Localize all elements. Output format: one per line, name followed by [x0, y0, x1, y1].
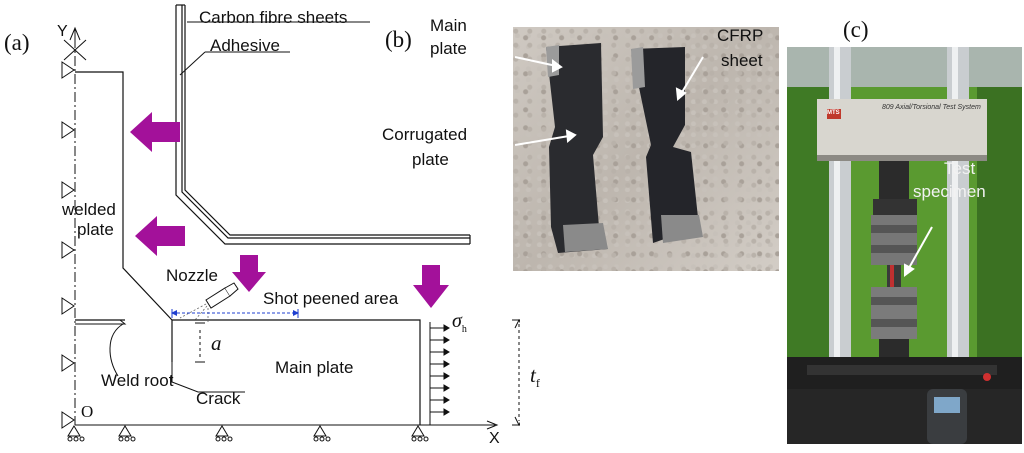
specimen-photo	[513, 27, 779, 271]
test-specimen-label-1: Test	[944, 159, 976, 178]
y-axis-label: Y	[57, 23, 68, 40]
welded-plate-label-1: welded	[62, 200, 116, 219]
machine-name: 809 Axial/Torsional Test System	[882, 104, 981, 111]
weld-root-label: Weld root	[101, 371, 174, 390]
test-machine-photo: 809 Axial/Torsional Test System MTS	[787, 47, 1022, 444]
corrugated-label-2: plate	[412, 150, 449, 169]
main-plate-label: Main plate	[275, 358, 354, 377]
schematic-diagram	[61, 4, 520, 442]
panel-label-b: (b)	[385, 27, 412, 52]
nozzle-label: Nozzle	[166, 266, 218, 285]
panel-label-a: (a)	[4, 30, 30, 55]
cfrp-label-1: CFRP	[717, 26, 764, 45]
brand-label: MTS	[827, 110, 840, 116]
crack-depth-label: a	[211, 331, 222, 355]
stress-distribution	[429, 322, 450, 425]
stress-symbol: σh	[452, 310, 467, 335]
main-plate-outline	[75, 319, 421, 425]
x-axis-label: X	[489, 430, 500, 447]
load-arrows	[130, 112, 449, 308]
adhesive-label: Adhesive	[210, 36, 280, 55]
thickness-symbol: tf	[530, 363, 540, 391]
test-specimen-label-2: specimen	[913, 182, 986, 201]
welded-plate-outline	[75, 71, 173, 321]
welded-plate-label-2: plate	[77, 220, 114, 239]
nozzle	[205, 282, 239, 309]
corrugated-label-1: Corrugated	[382, 125, 468, 144]
shot-peened-label: Shot peened area	[263, 289, 399, 308]
main-plate-top-label-1: Main	[430, 16, 467, 35]
carbon-fibre-label: Carbon fibre sheets	[199, 8, 348, 27]
x-supports	[67, 425, 429, 442]
cfrp-sheets	[175, 4, 471, 245]
crack-label: Crack	[196, 389, 241, 408]
panel-label-c: (c)	[843, 17, 869, 42]
main-plate-top-label-2: plate	[430, 39, 467, 58]
y-supports	[61, 61, 75, 429]
cfrp-label-2: sheet	[721, 51, 763, 70]
origin-label: O	[81, 402, 94, 421]
